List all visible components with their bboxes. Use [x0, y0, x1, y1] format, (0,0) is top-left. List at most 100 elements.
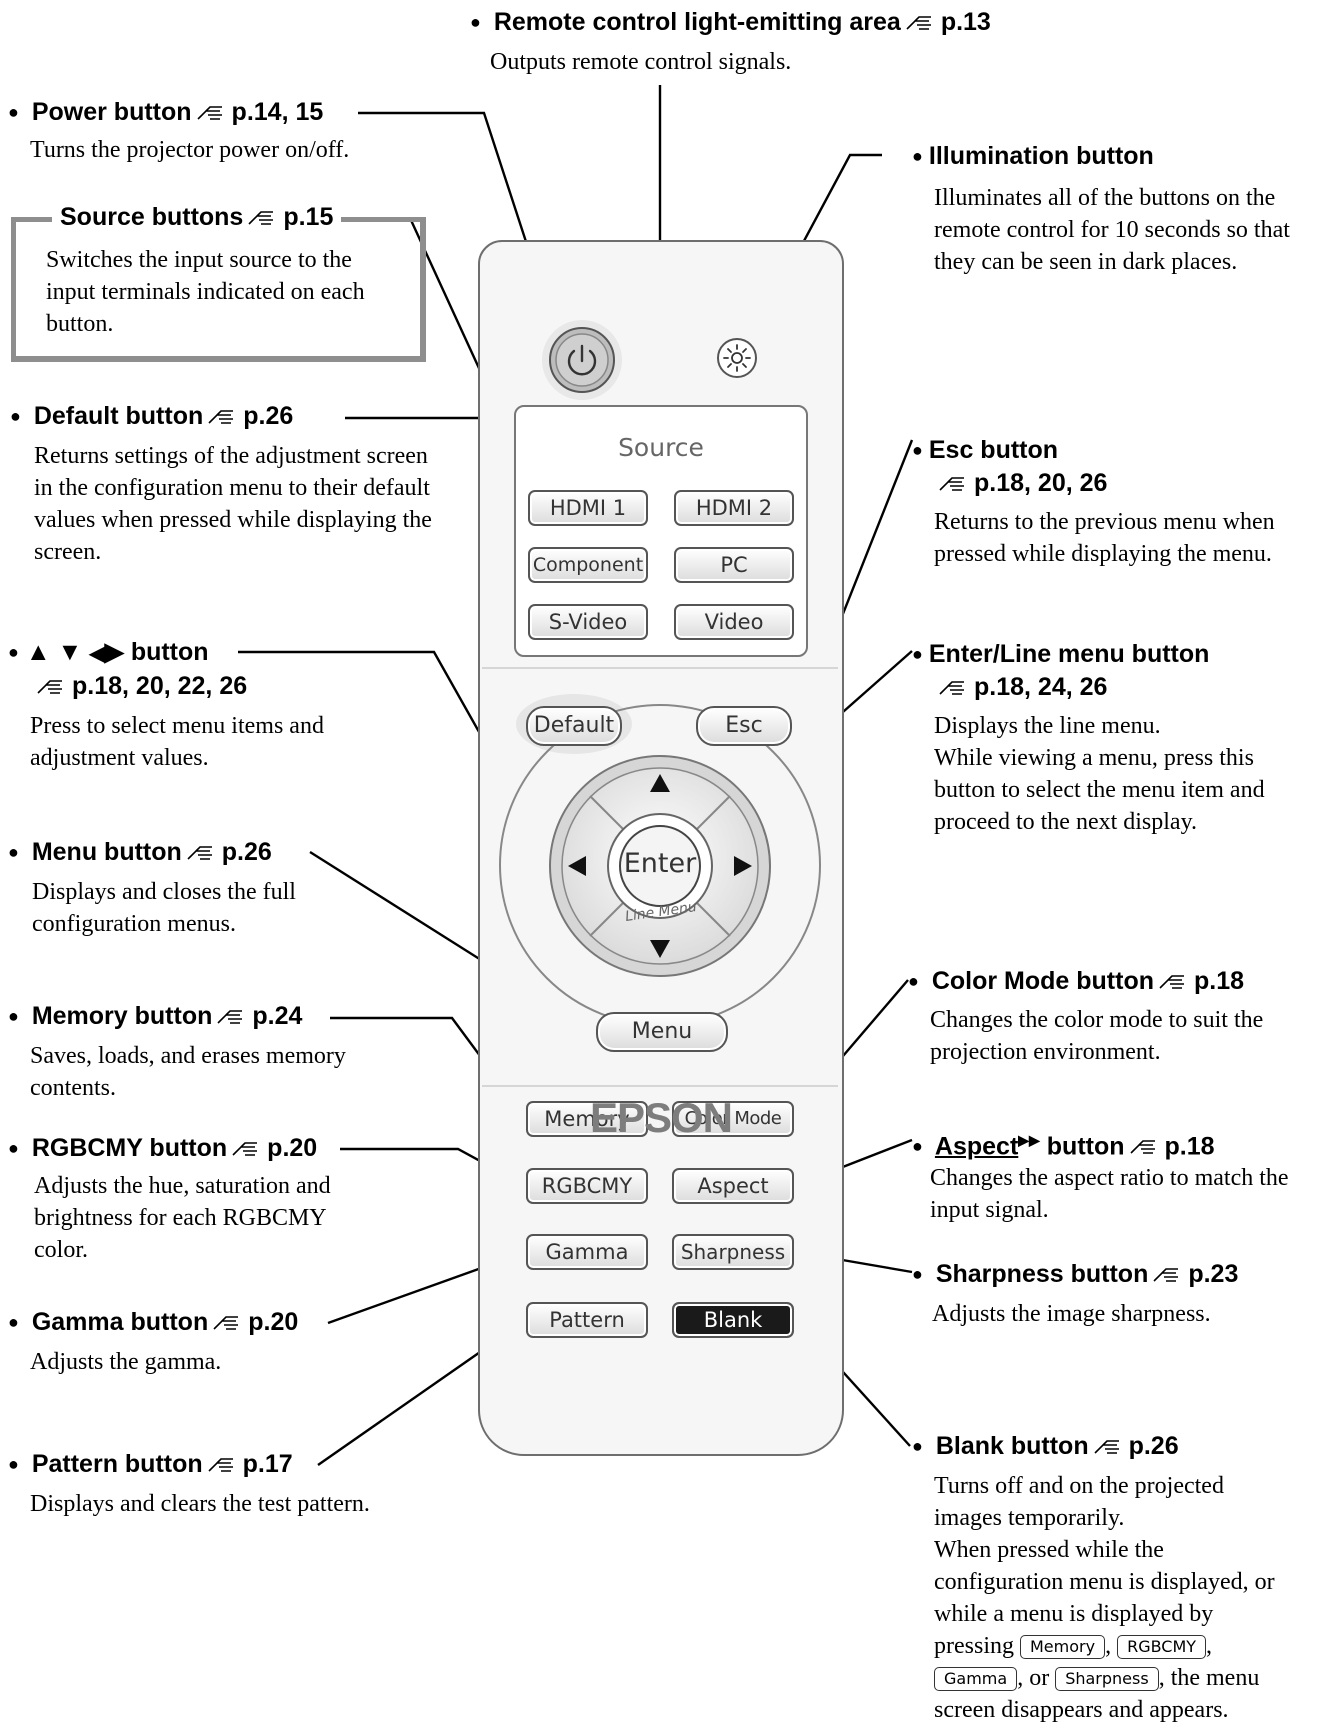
- link-arrow-icon: ▶▶: [1018, 1132, 1040, 1148]
- gamma-page: p.20: [248, 1308, 299, 1336]
- sharpness-key-ref: Sharpness: [1055, 1667, 1159, 1691]
- rgbcmy-title-text: RGBCMY button: [31, 1134, 228, 1162]
- svideo-button[interactable]: S-Video: [528, 604, 648, 640]
- pattern-page: p.17: [242, 1450, 293, 1478]
- sharpness-page: p.23: [1188, 1260, 1239, 1288]
- reference-hand-icon: [1129, 1139, 1159, 1155]
- pc-button[interactable]: PC: [674, 547, 794, 583]
- esc-button[interactable]: Esc: [696, 706, 792, 746]
- arrow-down-icon: [650, 940, 670, 958]
- gamma-button[interactable]: Gamma: [526, 1234, 648, 1270]
- arrows-title-text: button: [130, 638, 209, 666]
- arrow-left-icon: ◀: [89, 643, 105, 665]
- memory-callout-title: Memory button p.24: [8, 1002, 303, 1032]
- blank-desc: Turns off and on the projected images te…: [934, 1470, 1284, 1726]
- enter-button[interactable]: Enter: [623, 848, 697, 879]
- reference-hand-icon: [207, 1457, 237, 1473]
- blank-desc-3: , the menu screen disappears and appears…: [934, 1665, 1260, 1723]
- arrow-up-icon: [650, 774, 670, 792]
- rgbcmy-desc: Adjusts the hue, saturation and brightne…: [34, 1173, 331, 1263]
- reference-hand-icon: [1093, 1439, 1123, 1455]
- sharpness-button[interactable]: Sharpness: [672, 1234, 794, 1270]
- blank-page: p.26: [1128, 1432, 1179, 1460]
- esc-page: p.18, 20, 26: [974, 469, 1108, 497]
- reference-hand-icon: [231, 1141, 261, 1157]
- reference-hand-icon: [938, 680, 968, 696]
- enter-callout-page: p.18, 24, 26: [934, 673, 1107, 701]
- reference-hand-icon: [247, 210, 277, 226]
- reference-hand-icon: [938, 476, 968, 492]
- pattern-title-text: Pattern button: [31, 1450, 203, 1478]
- rgbcmy-button[interactable]: RGBCMY: [526, 1168, 648, 1204]
- menu-button[interactable]: Menu: [596, 1012, 728, 1052]
- default-title-text: Default button: [33, 402, 204, 430]
- blank-desc-2-text: When pressed while the configuration men…: [934, 1537, 1275, 1659]
- arrows-callout-page: p.18, 20, 22, 26: [32, 672, 247, 700]
- separator: , or: [1017, 1665, 1050, 1691]
- arrow-right-icon: ▶: [104, 638, 124, 666]
- enter-page: p.18, 24, 26: [974, 673, 1108, 701]
- reference-hand-icon: [207, 409, 237, 425]
- default-callout-title: Default button p.26: [10, 402, 293, 432]
- pattern-button[interactable]: Pattern: [526, 1302, 648, 1338]
- hdmi1-button[interactable]: HDMI 1: [528, 490, 648, 526]
- aspect-button[interactable]: Aspect: [672, 1168, 794, 1204]
- pattern-desc: Displays and clears the test pattern.: [30, 1491, 370, 1517]
- color-mode-button[interactable]: Color Mode: [672, 1101, 794, 1137]
- gamma-desc: Adjusts the gamma.: [30, 1349, 222, 1375]
- reference-hand-icon: [186, 845, 216, 861]
- reference-hand-icon: [196, 105, 226, 121]
- source-desc: Switches the input source to the input t…: [46, 247, 365, 337]
- remote-area-page: p.13: [940, 8, 991, 36]
- illumination-desc: Illuminates all of the buttons on the re…: [934, 185, 1290, 275]
- enter-desc: Displays the line menu. While viewing a …: [934, 713, 1265, 835]
- menu-title-text: Menu button: [31, 838, 182, 866]
- navigation-pad: [549, 755, 771, 977]
- gamma-key-ref: Gamma: [934, 1667, 1018, 1691]
- arrow-left-icon: [568, 856, 586, 876]
- aspect-title-text: Aspect: [934, 1132, 1019, 1161]
- arrow-right-icon: [734, 856, 752, 876]
- hdmi2-button[interactable]: HDMI 2: [674, 490, 794, 526]
- memory-key-ref: Memory: [1020, 1635, 1106, 1659]
- sharpness-desc: Adjusts the image sharpness.: [932, 1301, 1211, 1327]
- power-button[interactable]: [546, 324, 618, 396]
- illumination-callout-title: Illumination button: [912, 142, 1154, 172]
- memory-button[interactable]: Memory: [526, 1101, 648, 1137]
- arrows-callout-title: ● ▲ ▼ ◀▶ button: [8, 638, 209, 666]
- blank-desc-1: Turns off and on the projected images te…: [934, 1473, 1224, 1531]
- memory-title-text: Memory button: [31, 1002, 213, 1030]
- rgbcmy-key-ref: RGBCMY: [1117, 1635, 1207, 1659]
- video-button[interactable]: Video: [674, 604, 794, 640]
- arrow-up-icon: ▲: [25, 638, 51, 666]
- menu-desc: Displays and closes the full configurati…: [32, 879, 296, 937]
- rgbcmy-page: p.20: [267, 1134, 318, 1162]
- aspect-desc: Changes the aspect ratio to match the in…: [930, 1165, 1289, 1223]
- remote-area-desc: Outputs remote control signals.: [490, 49, 792, 75]
- menu-page: p.26: [221, 838, 272, 866]
- power-page: p.14, 15: [231, 98, 324, 126]
- reference-hand-icon: [36, 679, 66, 695]
- illumination-button[interactable]: [715, 336, 759, 380]
- reference-hand-icon: [216, 1009, 246, 1025]
- memory-page: p.24: [252, 1002, 303, 1030]
- rgbcmy-callout-title: RGBCMY button p.20: [8, 1134, 317, 1164]
- default-button[interactable]: Default: [526, 706, 622, 746]
- menu-callout-title: Menu button p.26: [8, 838, 272, 868]
- default-page: p.26: [243, 402, 294, 430]
- reference-hand-icon: [1158, 974, 1188, 990]
- arrow-down-icon: ▼: [57, 638, 83, 666]
- memory-desc: Saves, loads, and erases memory contents…: [30, 1043, 346, 1101]
- blank-desc-2: When pressed while the configuration men…: [934, 1534, 1284, 1726]
- pattern-callout-title: Pattern button p.17: [8, 1450, 293, 1480]
- esc-desc: Returns to the previous menu when presse…: [934, 509, 1275, 567]
- reference-hand-icon: [212, 1315, 242, 1331]
- blank-button[interactable]: Blank: [672, 1302, 794, 1338]
- reference-hand-icon: [1152, 1267, 1182, 1283]
- power-desc: Turns the projector power on/off.: [30, 137, 350, 163]
- component-button[interactable]: Component: [528, 547, 648, 583]
